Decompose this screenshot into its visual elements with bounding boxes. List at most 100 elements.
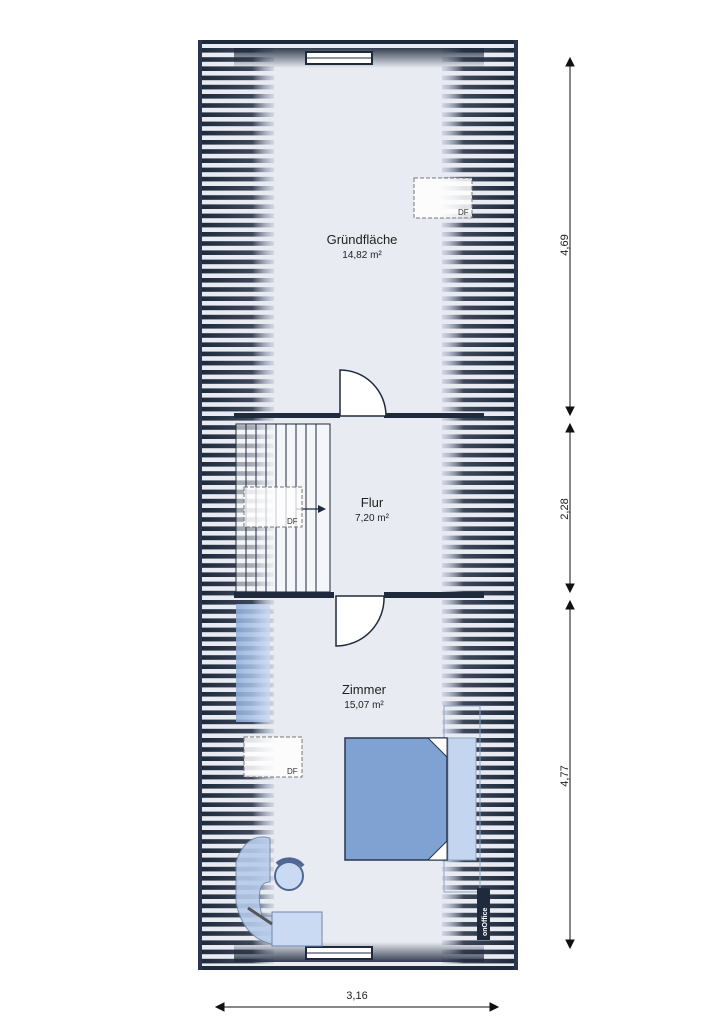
roof-beam [202,388,274,393]
room-area: 7,20 m² [355,513,390,524]
roof-beam [202,121,274,127]
roof-beam [202,213,274,219]
onoffice-logo: onOffice [477,888,490,940]
roof-beam [442,728,514,734]
roof-beam [202,747,274,752]
roof-beam [442,544,514,550]
roof-beam [442,204,514,209]
roof-beam [442,130,514,136]
roof-beam [202,66,274,71]
roof-beam [202,176,274,182]
roof-beam [202,811,274,817]
roof-beam [442,370,514,375]
roof-beam [202,287,274,292]
roof-beam [442,351,514,357]
roof-beam [202,397,274,403]
roof-beam [202,94,274,99]
roof-beam [442,406,514,412]
bed [344,705,481,893]
dimension-label: 4,77 [559,765,571,786]
roof-beam [442,498,514,504]
roof-beam [442,268,514,274]
roof-beam [202,204,274,209]
dimension-middle [565,422,575,594]
roof-beam [442,480,514,485]
roof-beam [442,719,514,725]
stair-arrow-icon [318,505,326,513]
roof-beam [442,866,514,872]
roof-beam [442,112,514,117]
roof-beam [442,756,514,761]
roof-beam [442,609,514,614]
dimension-width [214,1002,500,1012]
roof-beam [442,811,514,817]
skylight-label: DF [287,767,298,776]
roof-beam [442,443,514,449]
roof-beam [202,186,274,191]
roof-beam [442,222,514,228]
roof-beam [442,701,514,706]
roof-beam [442,250,514,255]
roof-beam [442,581,514,587]
skylight-top: DF [413,177,473,219]
roof-beam [202,75,274,81]
roof-beam [202,379,274,384]
dimension-label: 2,28 [559,498,571,519]
logo-text: onOffice [482,908,489,936]
roof-beam [442,774,514,780]
desk [235,836,323,947]
roof-beam [202,370,274,375]
roof-beam [202,848,274,853]
roof-beam [442,885,514,890]
roof-beam [202,406,274,412]
roof-beam [442,646,514,651]
roof-beam [202,333,274,338]
roof-beam [442,848,514,853]
roof-beam [442,820,514,826]
roof-beam [202,314,274,320]
roof-beam [442,664,514,669]
roof-beam [202,830,274,835]
roof-beam [442,213,514,219]
roof-beam [202,931,274,936]
skylight-room: DF [243,736,303,778]
roof-beam [442,314,514,320]
roof-beam [442,563,514,568]
roof-beam [442,857,514,863]
roof-beam [202,268,274,274]
roof-beam [442,876,514,881]
roof-beam [442,462,514,467]
window-top [305,51,373,65]
room-name: Flur [361,495,384,510]
roof-beam [442,765,514,771]
dimension-label: 4,69 [559,234,571,255]
roof-beam [442,526,514,531]
roof-beam [442,692,514,697]
room-area: 14,82 m² [342,250,382,261]
roof-beam [442,425,514,430]
roof-beam [202,728,274,734]
roof-beam [442,84,514,90]
roof-beam [442,140,514,145]
roof-beam [202,259,274,265]
roof-beam [442,747,514,752]
roof-beam [202,765,274,771]
roof-beam [442,627,514,633]
dimension-top [565,56,575,417]
roof-beam [442,535,514,541]
roof-beam [442,305,514,311]
roof-beam [442,287,514,292]
door-upper [339,369,387,417]
roof-beam [442,434,514,439]
outer-walls [198,40,518,970]
room-name: Zimmer [342,682,387,697]
roof-beam [202,774,274,780]
roof-beam [442,517,514,522]
roof-beam [202,756,274,761]
roof-beam [442,259,514,265]
roof-beam [442,342,514,347]
roof-beam [202,839,274,844]
interior-walls [234,413,484,598]
roof-beam [442,802,514,807]
